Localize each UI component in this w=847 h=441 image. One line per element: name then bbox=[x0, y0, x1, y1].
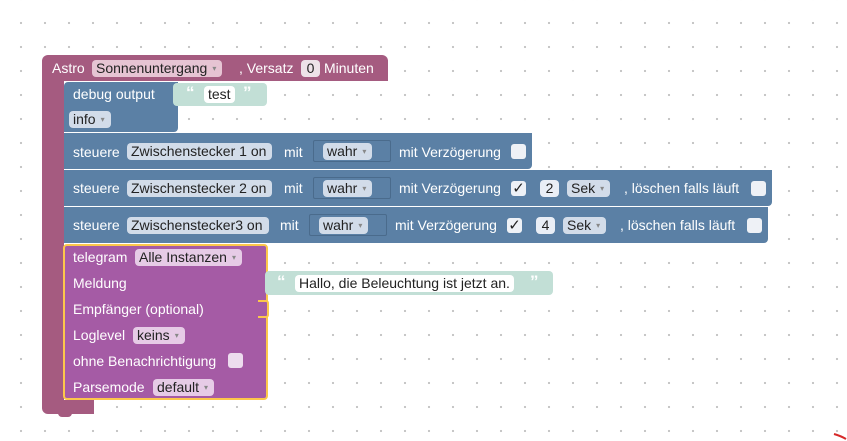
telegram-loglevel-value: keins bbox=[137, 327, 170, 343]
control-clear-checkbox[interactable] bbox=[751, 181, 766, 196]
control-value-dropdown[interactable]: wahr ▾ bbox=[323, 180, 373, 197]
chevron-down-icon: ▾ bbox=[362, 184, 367, 193]
telegram-recipient-label: Empfänger (optional) bbox=[73, 301, 204, 317]
control-value-dropdown[interactable]: wahr ▾ bbox=[319, 217, 369, 234]
control-value-text: wahr bbox=[327, 180, 358, 196]
chevron-down-icon: ▾ bbox=[231, 253, 236, 262]
telegram-silent-label: ohne Benachrichtigung bbox=[73, 353, 217, 369]
chevron-down-icon: ▾ bbox=[358, 221, 363, 230]
astro-offset-input[interactable]: 0 bbox=[301, 60, 320, 77]
control-delay-unit-value: Sek bbox=[571, 180, 596, 196]
workspace-corner-icon bbox=[833, 433, 847, 440]
telegram-message-connector bbox=[258, 274, 269, 292]
quote-open-icon: “ bbox=[277, 272, 286, 291]
astro-label: Astro bbox=[52, 60, 85, 76]
chevron-down-icon: ▾ bbox=[596, 221, 601, 230]
control-delay-unit-dropdown[interactable]: Sek ▾ bbox=[567, 180, 611, 197]
chevron-down-icon: ▾ bbox=[174, 331, 179, 340]
telegram-parsemode-dropdown[interactable]: default ▾ bbox=[153, 379, 215, 396]
telegram-parsemode-value: default bbox=[157, 379, 200, 395]
astro-block-footer bbox=[42, 400, 94, 414]
control-label: steuere bbox=[73, 144, 120, 160]
control-delay-label: mit Verzögerung bbox=[399, 144, 501, 160]
control-device-dropdown[interactable]: Zwischenstecker3 on bbox=[127, 217, 269, 234]
chevron-down-icon: ▾ bbox=[100, 115, 105, 124]
debug-text-input[interactable]: test bbox=[204, 86, 235, 103]
telegram-label: telegram bbox=[73, 249, 128, 265]
control-value-text: wahr bbox=[323, 217, 354, 233]
telegram-parsemode-label: Parsemode bbox=[73, 379, 145, 395]
control-delay-checkbox[interactable] bbox=[511, 144, 526, 159]
telegram-recipient-connector bbox=[258, 300, 269, 318]
control-clear-label: , löschen falls läuft bbox=[624, 180, 740, 196]
control-delay-unit-value: Sek bbox=[567, 217, 592, 233]
control-device-value: Zwischenstecker 2 on bbox=[131, 180, 267, 196]
astro-block-tab bbox=[58, 411, 72, 417]
chevron-down-icon: ▾ bbox=[204, 383, 209, 392]
chevron-down-icon: ▾ bbox=[600, 184, 605, 193]
debug-output-label: debug output bbox=[73, 86, 155, 102]
control-label: steuere bbox=[73, 180, 120, 196]
control-device-value: Zwischenstecker3 on bbox=[131, 217, 263, 233]
debug-level-value: info bbox=[73, 111, 96, 127]
control-with-label: mit bbox=[284, 180, 303, 196]
astro-offset-label: , Versatz bbox=[239, 60, 294, 76]
astro-unit-label: Minuten bbox=[324, 60, 374, 76]
control-value-dropdown[interactable]: wahr ▾ bbox=[323, 143, 373, 160]
control-device-dropdown[interactable]: Zwischenstecker 1 on bbox=[127, 143, 273, 160]
telegram-loglevel-label: Loglevel bbox=[73, 327, 126, 343]
control-clear-label: , löschen falls läuft bbox=[620, 217, 736, 233]
control-device-dropdown[interactable]: Zwischenstecker 2 on bbox=[127, 180, 273, 197]
control-device-value: Zwischenstecker 1 on bbox=[131, 143, 267, 159]
telegram-block[interactable] bbox=[63, 244, 268, 400]
chevron-down-icon: ▾ bbox=[362, 147, 367, 156]
control-delay-checkbox[interactable]: ✓ bbox=[507, 217, 522, 234]
quote-open-icon: “ bbox=[186, 83, 195, 102]
telegram-loglevel-dropdown[interactable]: keins ▾ bbox=[133, 327, 185, 344]
control-delay-checkbox[interactable]: ✓ bbox=[511, 180, 526, 197]
astro-block-spine bbox=[42, 80, 64, 407]
control-with-label: mit bbox=[280, 217, 299, 233]
telegram-message-input[interactable]: Hallo, die Beleuchtung ist jetzt an. bbox=[295, 275, 514, 292]
control-with-label: mit bbox=[284, 144, 303, 160]
chevron-down-icon: ▾ bbox=[212, 64, 217, 73]
debug-level-dropdown[interactable]: info ▾ bbox=[69, 111, 111, 128]
debug-input-connector bbox=[170, 84, 174, 104]
telegram-instance-value: Alle Instanzen bbox=[139, 249, 227, 265]
telegram-message-label: Meldung bbox=[73, 275, 127, 291]
control-delay-label: mit Verzögerung bbox=[399, 180, 501, 196]
quote-close-icon: ” bbox=[530, 272, 539, 291]
control-delay-value-input[interactable]: 4 bbox=[536, 217, 555, 234]
control-delay-label: mit Verzögerung bbox=[395, 217, 497, 233]
astro-event-dropdown[interactable]: Sonnenuntergang ▾ bbox=[92, 60, 223, 77]
telegram-silent-checkbox[interactable] bbox=[228, 353, 243, 368]
telegram-instance-dropdown[interactable]: Alle Instanzen ▾ bbox=[135, 249, 242, 266]
control-delay-value-input[interactable]: 2 bbox=[540, 180, 559, 197]
astro-event-value: Sonnenuntergang bbox=[96, 60, 208, 76]
control-delay-unit-dropdown[interactable]: Sek ▾ bbox=[563, 217, 607, 234]
control-clear-checkbox[interactable] bbox=[747, 218, 762, 233]
quote-close-icon: ” bbox=[243, 83, 252, 102]
control-value-text: wahr bbox=[327, 143, 358, 159]
control-label: steuere bbox=[73, 217, 120, 233]
